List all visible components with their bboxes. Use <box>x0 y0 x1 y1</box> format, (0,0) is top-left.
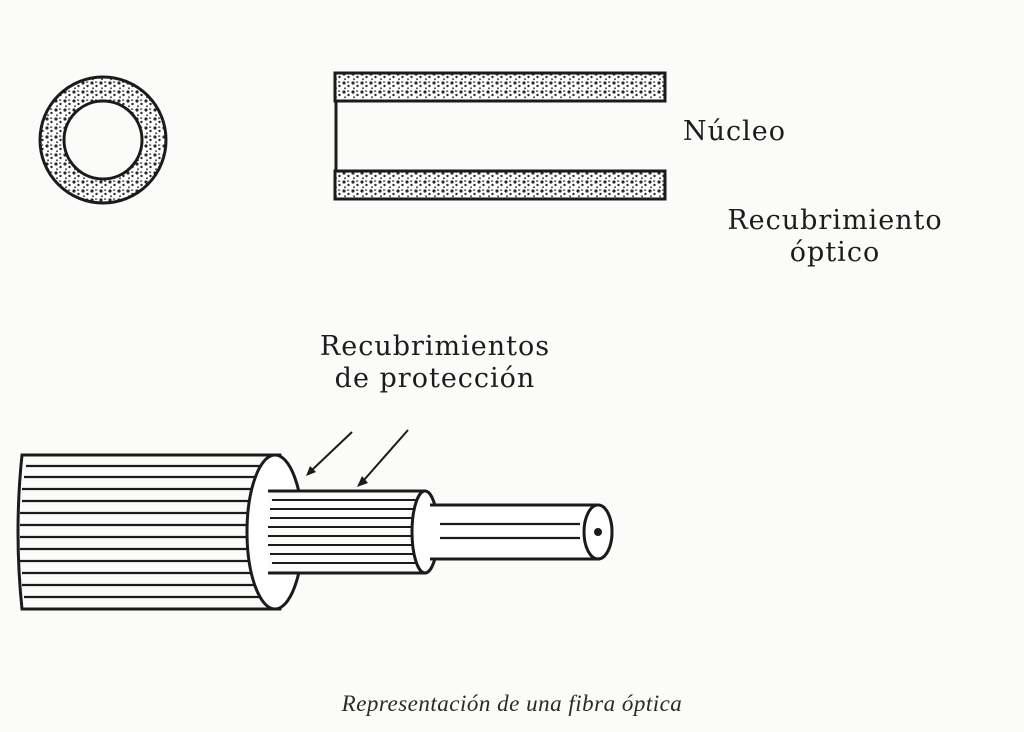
cross-section-ring <box>38 75 168 205</box>
protection-label: Recubrimientos de protección <box>265 331 605 395</box>
protection-label-line2: de protección <box>334 363 536 394</box>
core-label: Núcleo <box>683 116 787 147</box>
figure-caption: Representación de una fibra óptica <box>341 691 683 716</box>
cladding-label-line2: óptico <box>789 237 881 268</box>
protection-label-line1: Recubrimientos <box>319 331 551 362</box>
fiber-cable-drawing <box>16 429 614 611</box>
longitudinal-section <box>333 71 667 201</box>
cladding-label-line1: Recubrimiento <box>727 205 943 236</box>
cladding-label: Recubrimiento óptico <box>690 205 980 269</box>
